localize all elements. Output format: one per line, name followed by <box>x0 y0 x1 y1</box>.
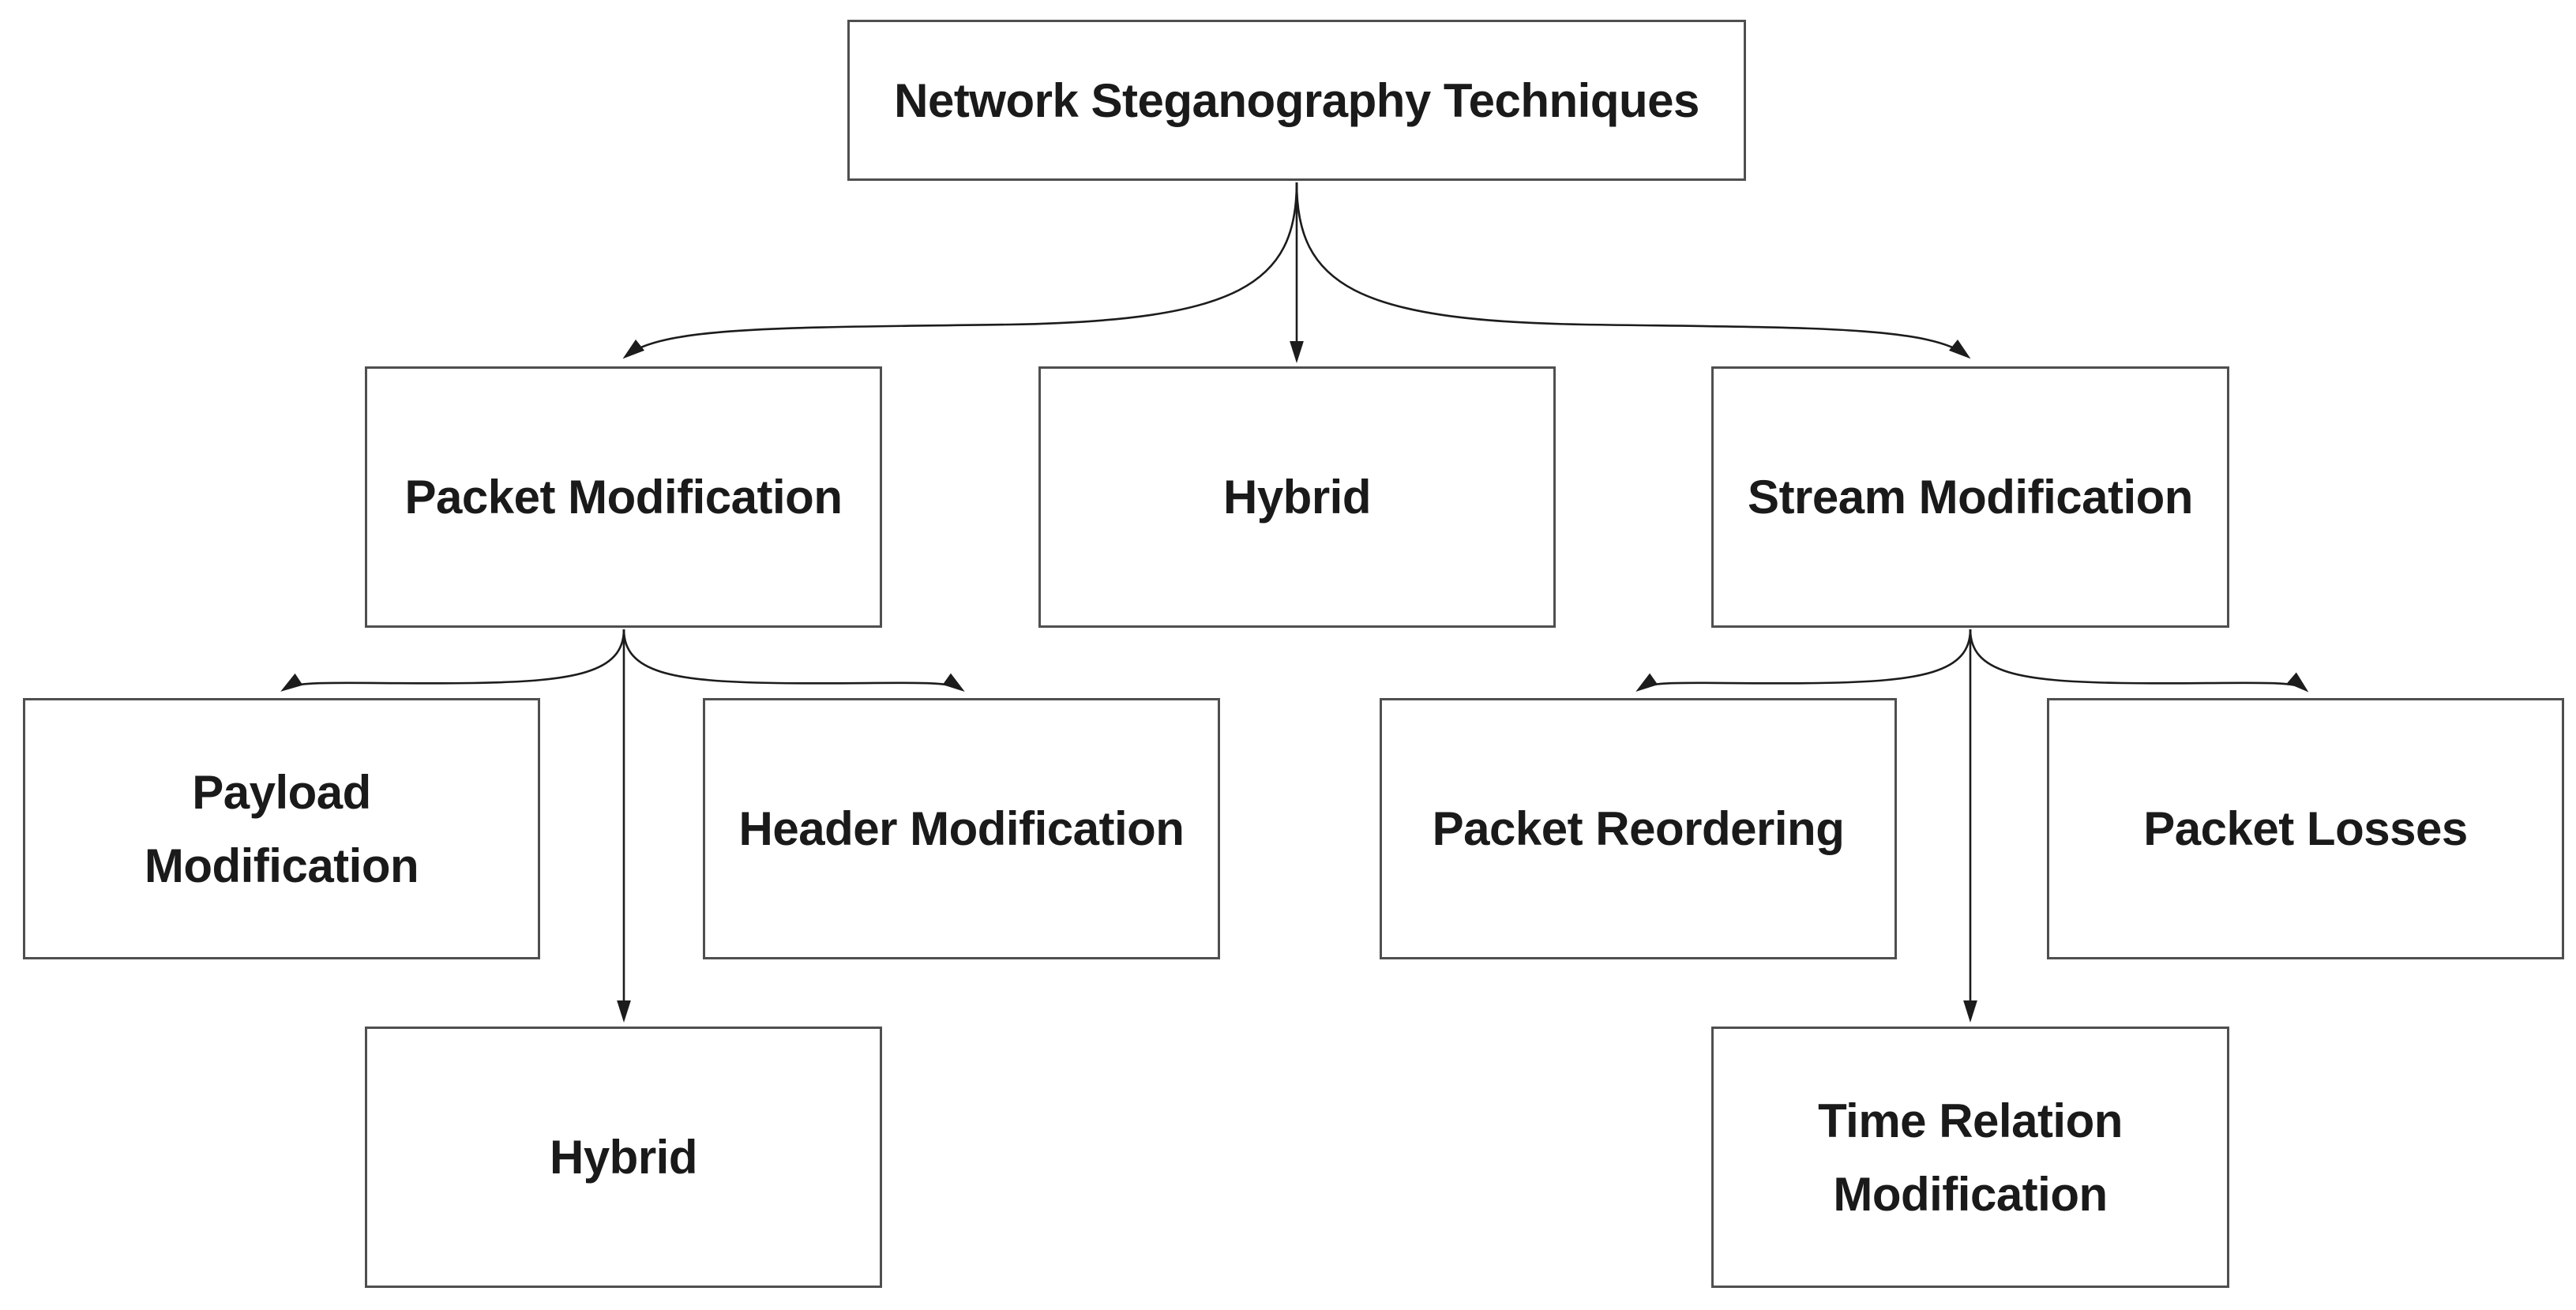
node-label: Payload Modification <box>144 765 419 892</box>
node-payload-modification: Payload Modification <box>23 698 540 959</box>
node-label: Time Relation Modification <box>1818 1094 2123 1221</box>
node-hybrid-middle: Hybrid <box>1038 366 1556 628</box>
node-label: Packet Modification <box>404 471 843 524</box>
node-label: Network Steganography Techniques <box>894 73 1699 127</box>
edge-stream-modification-to-packet-reordering <box>1635 629 1972 693</box>
edge-stream-modification-to-packet-losses <box>1969 629 2309 693</box>
node-label: Header Modification <box>738 802 1185 855</box>
node-label: Stream Modification <box>1748 471 2193 524</box>
node-label: Hybrid <box>1222 471 1372 524</box>
node-header-modification: Header Modification <box>703 698 1220 959</box>
node-label: Hybrid <box>549 1131 698 1184</box>
node-stream-modification: Stream Modification <box>1711 366 2229 628</box>
edge-packet-modification-to-header-modification <box>622 629 965 693</box>
edge-packet-modification-to-payload-modification <box>280 629 625 692</box>
node-network-steganography-techniques: Network Steganography Techniques <box>847 20 1746 181</box>
node-packet-losses: Packet Losses <box>2047 698 2564 959</box>
node-label: Packet Losses <box>2143 802 2468 855</box>
node-hybrid-bottom: Hybrid <box>365 1027 882 1288</box>
node-packet-reordering: Packet Reordering <box>1380 698 1897 959</box>
node-packet-modification: Packet Modification <box>365 366 882 628</box>
node-label: Packet Reordering <box>1432 802 1845 855</box>
edge-root-to-stream-modification <box>1295 182 1971 359</box>
node-time-relation-modification: Time Relation Modification <box>1711 1027 2229 1288</box>
edge-root-to-packet-modification <box>622 182 1298 359</box>
